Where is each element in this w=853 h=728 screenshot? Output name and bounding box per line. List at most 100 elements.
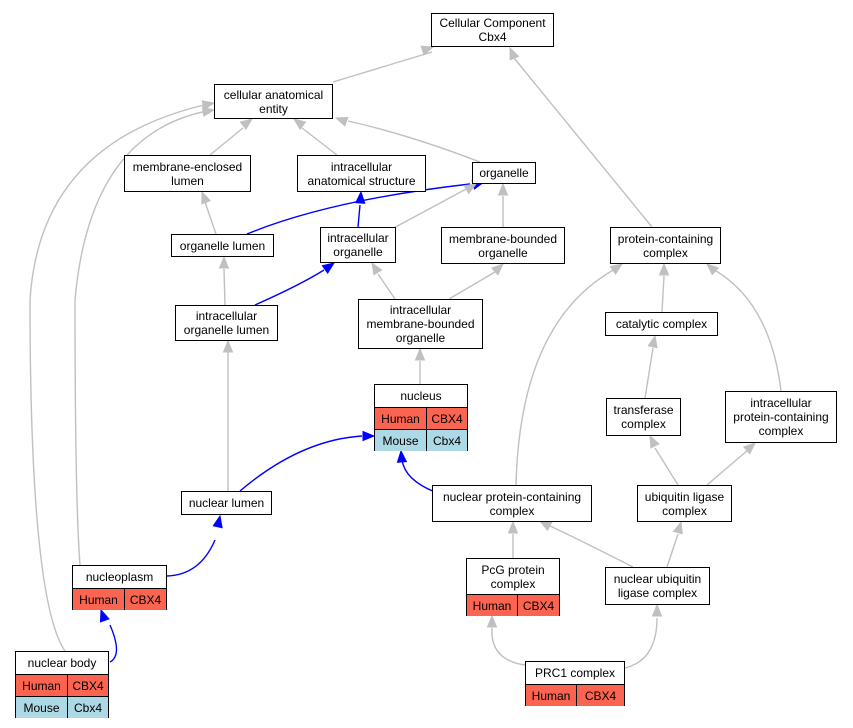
arrowhead [672, 520, 683, 535]
gene-label: Cbx4 [426, 430, 467, 451]
arrowhead [651, 603, 663, 617]
edge-mel-to-cae [209, 118, 254, 156]
edge-tc-to-cat [644, 334, 658, 399]
node-nuclear-lumen[interactable]: nuclear lumen [181, 491, 272, 515]
species-label: Mouse [23, 700, 60, 715]
edge-cae-to-cc [332, 45, 435, 83]
edge-nucleus-to-imbo [414, 347, 426, 384]
edge-cat-to-pcc [658, 262, 670, 313]
arrowhead [212, 514, 223, 529]
node-title: PcG protein complex [467, 559, 559, 595]
gene-label: CBX4 [67, 675, 108, 696]
edge-ulc-to-tc [649, 434, 679, 486]
arrowhead [218, 255, 230, 269]
node-membrane-bounded-organelle[interactable]: membrane-bounded organelle [441, 227, 565, 264]
node-membrane-enclosed-lumen[interactable]: membrane-enclosed lumen [124, 155, 251, 192]
edge-io-to-org [389, 183, 478, 231]
species-row-mouse: Mouse Cbx4 [16, 697, 108, 718]
node-nucleus[interactable]: nucleus Human CBX4 Mouse Cbx4 [374, 384, 468, 451]
node-pcg-protein-complex[interactable]: PcG protein complex Human CBX4 [466, 558, 560, 616]
node-transferase-complex[interactable]: transferase complex [606, 398, 681, 436]
edge-org-to-cae [334, 116, 481, 163]
edge-iol-to-ol [218, 255, 230, 306]
arrowhead [362, 430, 376, 442]
edge-nucleoplasm-to-cae [74, 106, 216, 566]
arrowhead [497, 182, 509, 196]
species-label: Human [22, 678, 61, 693]
edge-nl-to-iol [222, 339, 234, 491]
arrowhead [371, 261, 383, 276]
species-row-human: Human CBX4 [375, 408, 467, 430]
arrowhead [99, 608, 110, 623]
arrowhead [201, 106, 216, 117]
node-title: nuclear body [16, 652, 108, 675]
gene-label: CBX4 [517, 595, 559, 616]
arrowhead [538, 520, 553, 532]
node-intracellular-membrane-bounded-organelle[interactable]: intracellular membrane-bounded organelle [358, 299, 483, 349]
edge-ias-to-cae [292, 118, 338, 156]
node-intracellular-organelle-lumen[interactable]: intracellular organelle lumen [175, 305, 278, 341]
arrowhead [222, 339, 234, 353]
arrowhead [420, 45, 435, 56]
arrowhead [647, 334, 658, 349]
edge-npcc-to-pcc [515, 263, 624, 486]
edge-iol-to-io [254, 262, 336, 306]
arrowhead [649, 434, 660, 449]
node-title: nucleus [375, 385, 467, 408]
arrowhead [321, 262, 336, 274]
node-organelle-lumen[interactable]: organelle lumen [171, 234, 274, 257]
node-cellular-component[interactable]: Cellular Component Cbx4 [431, 13, 554, 47]
arrowhead [507, 520, 519, 534]
species-label: Human [381, 411, 420, 426]
node-nuclear-body[interactable]: nuclear body Human CBX4 Mouse Cbx4 [15, 651, 109, 718]
arrowhead [658, 262, 670, 276]
node-prc1-complex[interactable]: PRC1 complex Human CBX4 [525, 661, 625, 706]
edge-mbo-to-org [497, 182, 509, 227]
edge-pcc-to-cc [509, 46, 653, 228]
gene-label: CBX4 [576, 685, 624, 706]
species-row-human: Human CBX4 [526, 685, 624, 706]
species-row-human: Human CBX4 [73, 589, 166, 610]
arrowhead [239, 118, 254, 131]
edge-prc1-to-pcg [486, 614, 526, 666]
node-intracellular-anatomical-structure[interactable]: intracellular anatomical structure [297, 155, 426, 192]
edge-pcg-to-npcc [507, 520, 519, 558]
node-intracellular-protein-containing-complex[interactable]: intracellular protein-containing complex [725, 391, 837, 443]
arrowhead [463, 183, 478, 195]
edge-nl-to-nucleus [239, 430, 376, 492]
species-label: Mouse [382, 433, 419, 448]
edge-ulc-to-iprcc [706, 442, 756, 486]
edge-ol-to-mel [201, 190, 217, 235]
arrowhead [486, 614, 498, 628]
gene-label: CBX4 [124, 589, 166, 610]
node-nucleoplasm[interactable]: nucleoplasm Human CBX4 [72, 565, 167, 610]
arrowhead [509, 46, 520, 61]
species-row-human: Human CBX4 [16, 675, 108, 697]
arrowhead [396, 449, 408, 463]
node-title: nucleoplasm [73, 566, 166, 589]
arrowhead [414, 347, 426, 361]
species-label: Human [531, 688, 571, 703]
node-protein-containing-complex[interactable]: protein-containing complex [610, 227, 721, 264]
arrowhead [742, 442, 756, 455]
node-nuclear-protein-containing-complex[interactable]: nuclear protein-containing complex [432, 485, 592, 522]
node-nuclear-ubiquitin-ligase-complex[interactable]: nuclear ubiquitin ligase complex [605, 567, 710, 605]
edge-prc1-to-nulc [624, 603, 663, 669]
node-cellular-anatomical-entity[interactable]: cellular anatomical entity [214, 84, 333, 119]
edge-nucleoplasm-to-nl [166, 514, 223, 577]
node-intracellular-organelle[interactable]: intracellular organelle [320, 227, 396, 263]
arrowhead [292, 118, 307, 131]
node-organelle[interactable]: organelle [472, 162, 536, 184]
arrowhead [201, 190, 212, 205]
gene-label: CBX4 [426, 408, 467, 429]
arrowhead [334, 116, 349, 127]
edge-npcc-to-nucleus [396, 449, 436, 493]
edge-imbo-to-io [371, 261, 396, 300]
edge-io-to-ias [355, 190, 366, 228]
node-ubiquitin-ligase-complex[interactable]: ubiquitin ligase complex [637, 485, 732, 522]
arrowhead [706, 263, 720, 276]
edge-nulc-to-ulc [666, 520, 683, 568]
edge-nb-to-nucleoplasm [99, 608, 118, 663]
edge-imbo-to-mbo [448, 263, 504, 300]
node-catalytic-complex[interactable]: catalytic complex [605, 312, 718, 336]
